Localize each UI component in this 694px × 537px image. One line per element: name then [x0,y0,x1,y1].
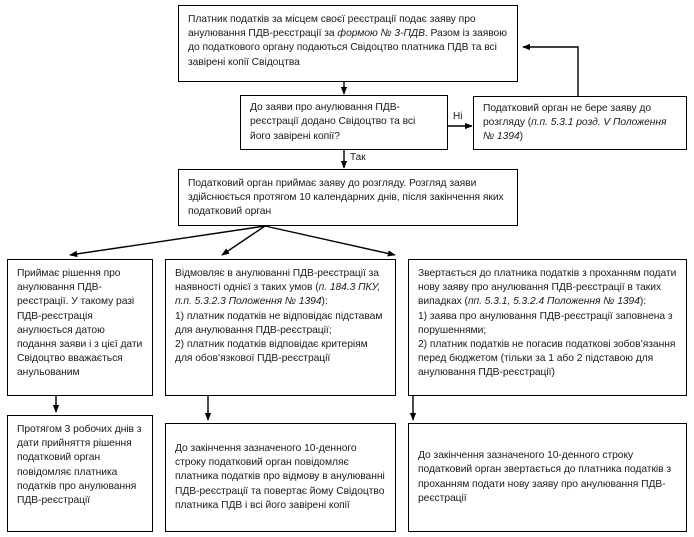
node-reject[interactable]: Податковий орган не бере заяву до розгля… [473,96,687,150]
node-start[interactable]: Платник податків за місцем своєї реєстра… [178,5,518,82]
edge-accept-to-branch-left [69,225,266,258]
node-outcome-right-text: До закінчення зазначеного 10-денного стр… [418,450,672,504]
node-outcome-left[interactable]: Протягом 3 робочих днів з дати прийняття… [7,415,153,532]
node-branch-right[interactable]: Звертається до платника податків з проха… [408,259,687,396]
node-outcome-middle[interactable]: До закінчення зазначеного 10-денного стр… [165,423,396,532]
node-reject-text: Податковий орган не бере заяву до розгля… [483,102,667,143]
node-outcome-middle-text: До закінчення зазначеного 10-денного стр… [175,442,385,511]
edge-accept-to-branch-middle [221,225,266,256]
node-branch-left[interactable]: Приймає рішення про анулювання ПДВ-реєст… [7,259,153,396]
edge-label-yes: Так [349,152,367,164]
node-accept[interactable]: Податковий орган приймає заяву до розгля… [178,169,518,226]
edge-accept-to-branch-right [264,225,396,257]
node-decision[interactable]: До заяви про анулювання ПДВ-реєстрації д… [240,95,448,150]
node-branch-middle[interactable]: Відмовляє в анулюванні ПДВ-реєстрації за… [165,259,396,396]
edge-reject-feedback [522,43,579,96]
node-decision-text: До заяви про анулювання ПДВ-реєстрації д… [250,102,416,142]
node-outcome-right[interactable]: До закінчення зазначеного 10-денного стр… [408,423,687,532]
edge-label-no: Ні [452,111,464,123]
